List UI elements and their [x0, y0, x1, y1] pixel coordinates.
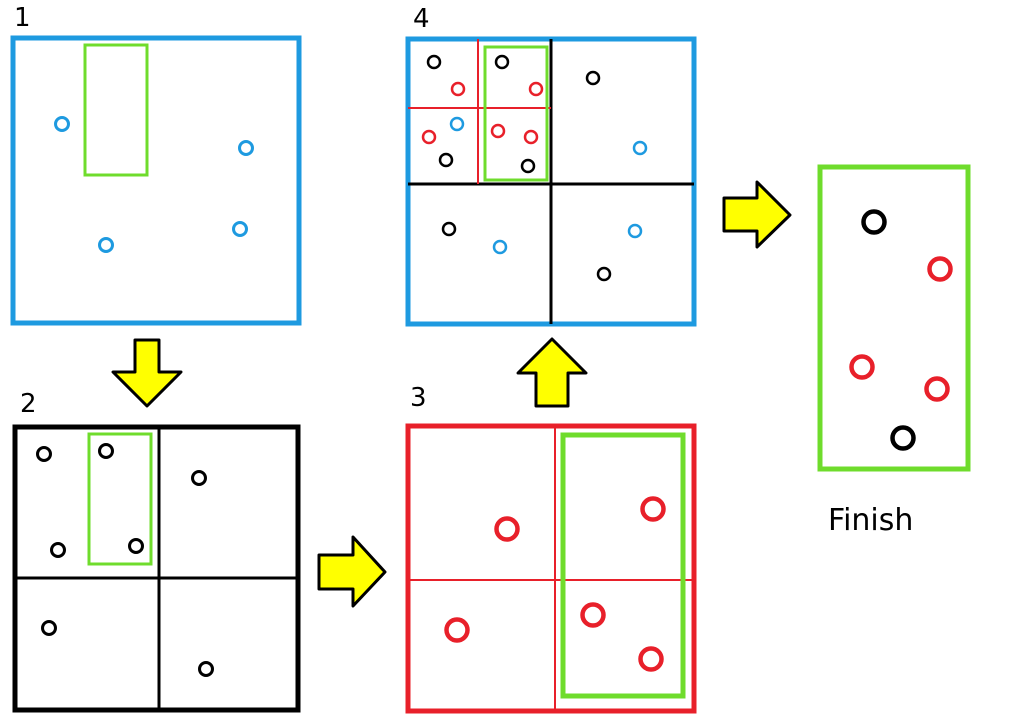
query-rectangle [483, 45, 549, 182]
point [494, 54, 510, 70]
point [520, 158, 536, 174]
point [632, 140, 648, 156]
point [421, 129, 437, 145]
point [41, 620, 57, 636]
query-rectangle [83, 43, 149, 177]
point [232, 221, 248, 237]
point [36, 446, 52, 462]
point [191, 470, 207, 486]
point [50, 542, 66, 558]
finish-panel: Finish [817, 164, 971, 538]
point [426, 54, 442, 70]
finish-label: Finish [828, 503, 913, 538]
point [528, 81, 544, 97]
point [924, 376, 950, 402]
point [98, 443, 114, 459]
panel-4: 4 [405, 4, 697, 327]
point [890, 425, 916, 451]
point [490, 123, 506, 139]
arrow-down-icon [111, 338, 183, 408]
panel-3: 3 [405, 383, 697, 714]
point [861, 209, 887, 235]
query-rectangle [87, 432, 153, 566]
point [523, 129, 539, 145]
point [198, 661, 214, 677]
point [596, 266, 612, 282]
panel-3-border [405, 423, 697, 714]
point [494, 516, 520, 542]
panel-1-border [10, 35, 302, 326]
point [927, 256, 953, 282]
point [585, 70, 601, 86]
point [640, 496, 666, 522]
point [627, 223, 643, 239]
result-rectangle [817, 164, 971, 472]
step-3-label: 3 [410, 383, 427, 413]
point [580, 602, 606, 628]
point [128, 538, 144, 554]
point [238, 140, 254, 156]
panel-2: 2 [12, 389, 301, 713]
point [492, 239, 508, 255]
point [438, 152, 454, 168]
point [98, 237, 114, 253]
point [638, 646, 664, 672]
point [849, 354, 875, 380]
step-1-label: 1 [14, 3, 31, 33]
point [444, 617, 470, 643]
step-4-label: 4 [413, 4, 430, 34]
query-rectangle [560, 432, 686, 699]
step-2-label: 2 [20, 389, 37, 419]
panel-1: 1 [10, 3, 302, 326]
point [54, 116, 70, 132]
point [450, 81, 466, 97]
point [441, 221, 457, 237]
point [449, 116, 465, 132]
arrow-right-icon [317, 535, 387, 608]
arrow-up-icon [516, 337, 588, 408]
panel-2-border [12, 424, 301, 713]
arrow-right-icon [722, 180, 792, 249]
